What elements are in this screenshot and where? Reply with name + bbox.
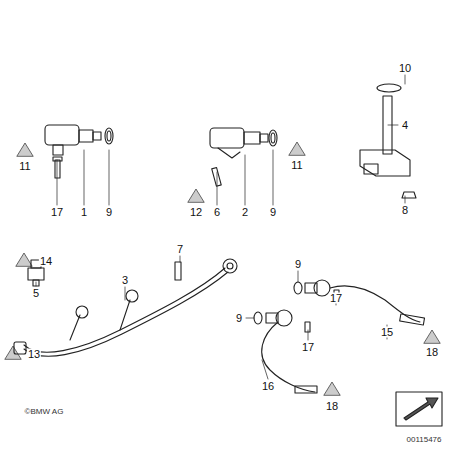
- callout-number: 17: [329, 293, 343, 304]
- copyright-mark: ©BMW AG: [24, 408, 65, 416]
- callout-number: 8: [401, 205, 409, 216]
- callout-number: 7: [176, 244, 184, 255]
- callout-number: 9: [294, 259, 302, 270]
- callout-number: 16: [261, 381, 275, 392]
- callout-number: 1: [80, 207, 88, 218]
- callout-number: 3: [121, 275, 129, 286]
- callout-number: 12: [189, 207, 203, 218]
- callout-number: 17: [50, 207, 64, 218]
- callout-number: 11: [18, 161, 31, 172]
- callout-number: 18: [425, 347, 439, 358]
- callout-number: 4: [401, 120, 409, 131]
- callout-number: 15: [380, 327, 394, 338]
- callout-number: 9: [105, 207, 113, 218]
- callout-number: 10: [398, 63, 412, 74]
- callout-number: 6: [213, 207, 221, 218]
- callout-number: 11: [290, 160, 303, 171]
- callout-number: 5: [32, 288, 40, 299]
- callout-number: 17: [301, 342, 315, 353]
- callout-number: 14: [39, 256, 53, 267]
- callout-number: 9: [269, 207, 277, 218]
- drawing-number: 00115476: [406, 436, 443, 444]
- callout-number: 2: [241, 207, 249, 218]
- callout-number: 9: [235, 313, 243, 324]
- callout-number: 18: [325, 401, 339, 412]
- callout-number: 13: [27, 349, 41, 360]
